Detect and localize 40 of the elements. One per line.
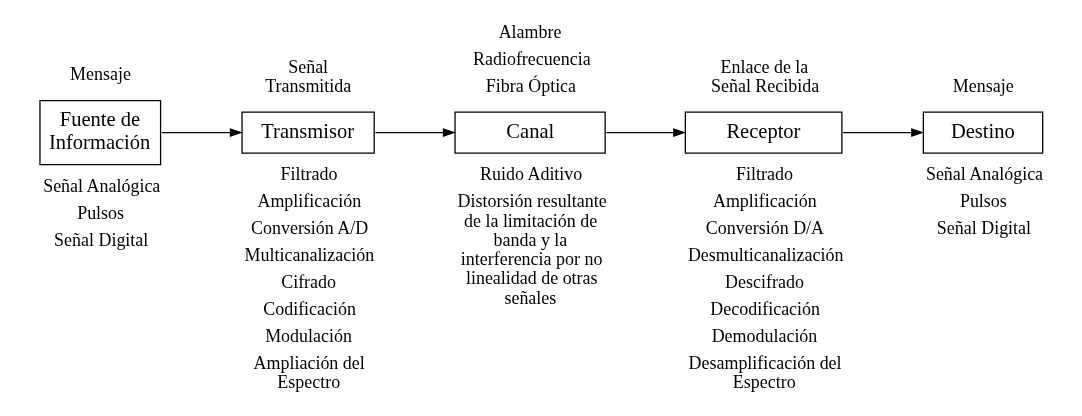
- node-label: Señal Digital: [936, 218, 1032, 239]
- node-label: Señal Analógica: [925, 164, 1044, 185]
- node-label: Cifrado: [281, 272, 337, 293]
- node-label: Pulsos: [959, 191, 1007, 212]
- node-label: Alambre: [498, 21, 562, 42]
- node-box: Canal: [454, 111, 606, 154]
- node-label: Señal Digital: [54, 229, 149, 250]
- node-label: Ampliación del Espectro: [253, 352, 365, 393]
- node-box: Destino: [922, 111, 1044, 154]
- node-label: Radiofrecuencia: [473, 48, 591, 69]
- node-label: Mensaje: [952, 75, 1014, 96]
- node-label: Señal Analógica: [43, 175, 161, 196]
- node-label: Conversión D/A: [705, 218, 825, 239]
- node-label: Ruido Aditivo: [480, 164, 583, 185]
- node-label: Fibra Óptica: [485, 75, 577, 96]
- node-label: Amplificación: [257, 191, 362, 212]
- node-label: Modulación: [265, 326, 352, 347]
- node-label: Decodificación: [710, 299, 821, 320]
- arrow: [374, 128, 456, 138]
- node-box: Receptor: [684, 111, 843, 154]
- node-label: Distorsión resultante de la limitación de banda y la interferencia por no linealidad de otras señales: [457, 191, 607, 308]
- node-label: Demodulación: [711, 326, 818, 347]
- node-label: Conversión A/D: [251, 218, 369, 239]
- node-box: Transmisor: [241, 111, 375, 154]
- node-label: Filtrado: [280, 164, 338, 185]
- arrow: [842, 128, 924, 138]
- node-label: Mensaje: [70, 64, 131, 85]
- node-label: Desmulticanalización: [687, 245, 844, 266]
- node-label: Pulsos: [77, 202, 125, 223]
- node-label: Filtrado: [736, 164, 793, 185]
- arrow: [605, 128, 686, 138]
- node-label: Desamplificación del Espectro: [688, 352, 842, 393]
- node-box: Fuente de Información: [39, 99, 162, 166]
- node-label: Enlace de la Señal Recibida: [711, 56, 820, 96]
- node-label: Señal Transmitida: [265, 56, 352, 96]
- node-label: Codificación: [263, 299, 356, 320]
- node-label: Amplificación: [712, 191, 817, 212]
- node-label: Multicanalización: [244, 245, 375, 266]
- arrow: [161, 128, 243, 138]
- node-label: Descifrado: [725, 272, 804, 293]
